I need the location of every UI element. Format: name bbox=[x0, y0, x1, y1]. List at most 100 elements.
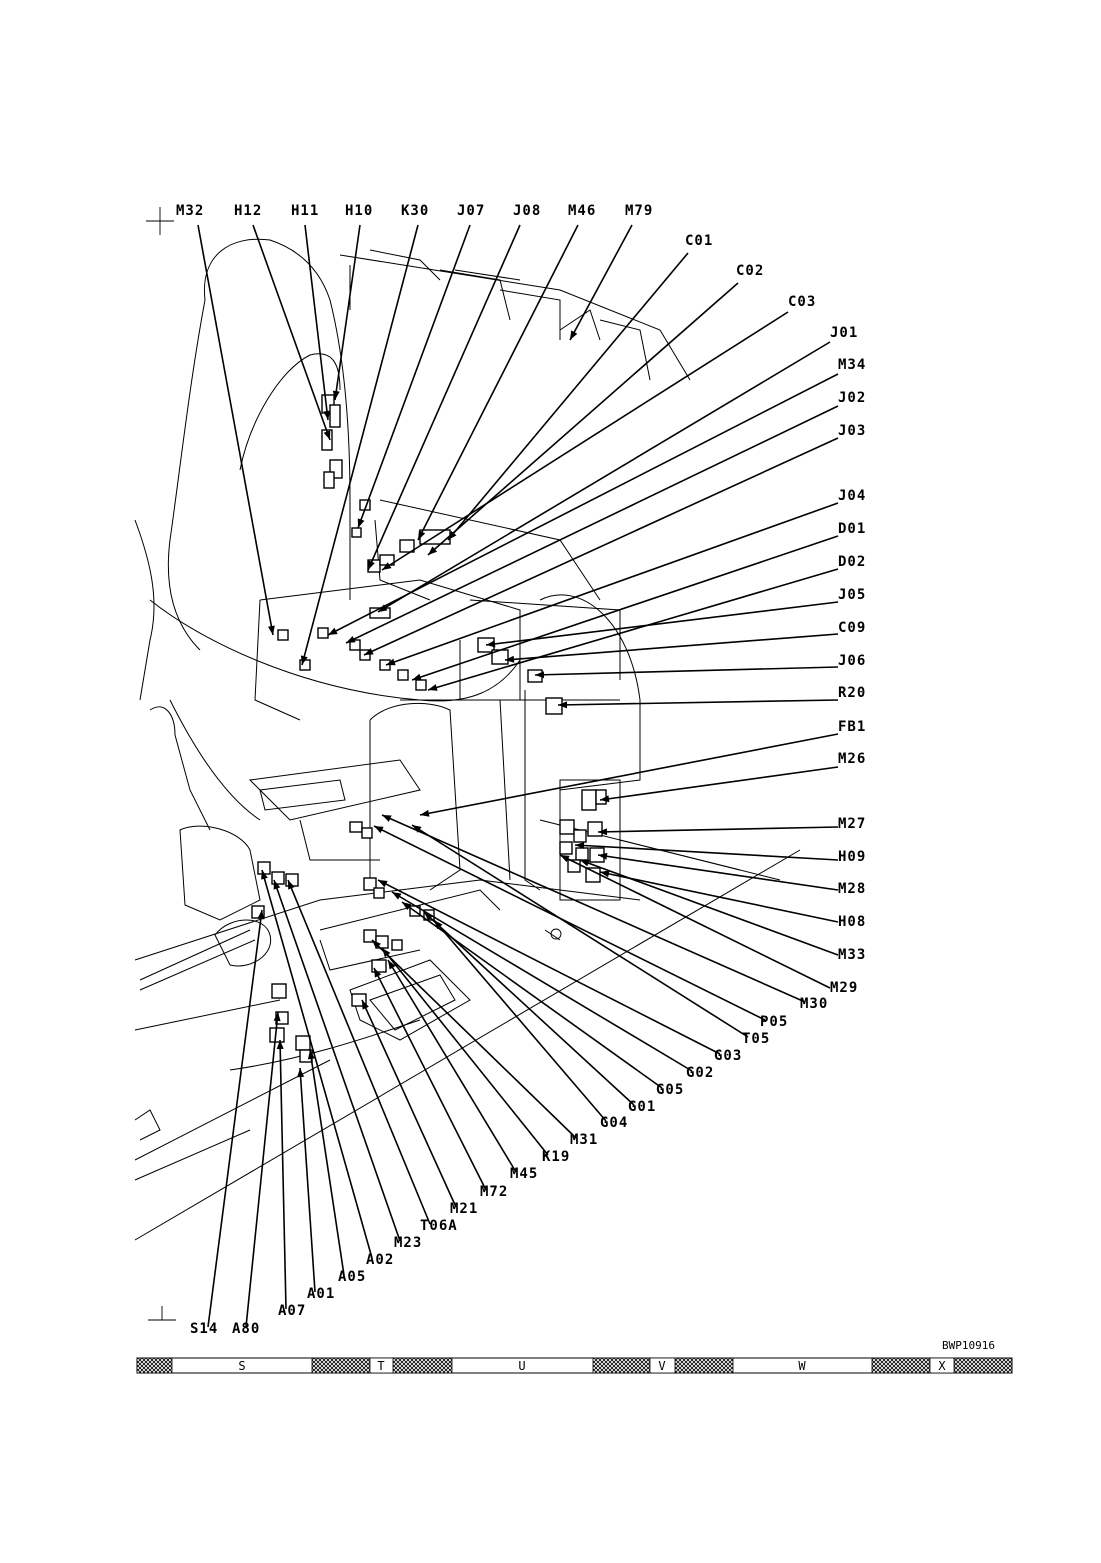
arrowhead-m26 bbox=[600, 795, 610, 803]
zone-w: W bbox=[798, 1359, 806, 1373]
leader-c02 bbox=[427, 282, 739, 556]
label-m21: M21 bbox=[450, 1201, 478, 1217]
zone-x: X bbox=[938, 1359, 946, 1373]
connector-box bbox=[317, 627, 329, 639]
leader-j05 bbox=[485, 601, 839, 646]
label-a07: A07 bbox=[278, 1303, 306, 1319]
label-g01: G01 bbox=[628, 1099, 656, 1115]
arrowhead-h11 bbox=[323, 410, 331, 420]
connector-box bbox=[329, 404, 341, 428]
arrowhead-c02 bbox=[428, 546, 438, 555]
zone-s: S bbox=[238, 1359, 245, 1373]
label-m29: M29 bbox=[830, 980, 858, 996]
arrowhead-g02 bbox=[392, 892, 402, 900]
connector-box bbox=[349, 639, 361, 651]
leader-c01 bbox=[447, 252, 689, 541]
connector-box bbox=[397, 669, 409, 681]
label-h08: H08 bbox=[838, 914, 866, 930]
arrowhead-g03 bbox=[378, 880, 388, 888]
registration-mark-bottom bbox=[148, 1306, 176, 1321]
arrowhead-s14 bbox=[257, 910, 265, 920]
leader-m29 bbox=[559, 854, 831, 989]
leader-lines bbox=[197, 224, 839, 1328]
arrowhead-m21 bbox=[362, 1000, 369, 1010]
label-h12: H12 bbox=[234, 203, 262, 219]
label-g03: G03 bbox=[714, 1048, 742, 1064]
label-k30: K30 bbox=[401, 203, 429, 219]
leader-m21 bbox=[361, 999, 457, 1208]
leader-c03 bbox=[381, 311, 789, 571]
zone-hatch bbox=[953, 1357, 1013, 1374]
figure-id: BWP10916 bbox=[942, 1339, 995, 1352]
leader-j08 bbox=[367, 224, 521, 571]
leader-t06a bbox=[287, 879, 431, 1225]
zone-hatch bbox=[871, 1357, 931, 1374]
label-j06: J06 bbox=[838, 653, 866, 669]
leader-h11 bbox=[304, 224, 329, 421]
connector-box bbox=[559, 819, 575, 835]
label-r20: R20 bbox=[838, 685, 866, 701]
leader-a01 bbox=[299, 1067, 316, 1293]
leader-a02 bbox=[261, 869, 373, 1259]
label-t06a: T06A bbox=[420, 1218, 458, 1234]
connector-box bbox=[271, 983, 287, 999]
arrowhead-a01 bbox=[297, 1068, 305, 1078]
arrowhead-d01 bbox=[412, 673, 422, 681]
leader-h08 bbox=[599, 871, 839, 923]
arrowhead-h09 bbox=[575, 842, 585, 850]
leader-m46 bbox=[417, 224, 579, 541]
leader-m33 bbox=[579, 859, 839, 956]
arrowhead-j04 bbox=[386, 658, 396, 666]
leader-h12 bbox=[252, 224, 331, 441]
connector-box bbox=[575, 847, 589, 861]
arrowhead-j01 bbox=[378, 604, 388, 612]
label-m31: M31 bbox=[570, 1132, 598, 1148]
label-g05: G05 bbox=[656, 1082, 684, 1098]
arrowhead-a05 bbox=[307, 1050, 315, 1060]
arrowhead-m33 bbox=[580, 859, 590, 867]
label-m79: M79 bbox=[625, 203, 653, 219]
label-j01: J01 bbox=[830, 325, 858, 341]
arrowhead-h12 bbox=[323, 430, 331, 440]
zone-box-t bbox=[369, 1357, 394, 1374]
label-fb1: FB1 bbox=[838, 719, 866, 735]
connector-box bbox=[257, 861, 271, 875]
label-h09: H09 bbox=[838, 849, 866, 865]
label-g02: G02 bbox=[686, 1065, 714, 1081]
arrowhead-j02 bbox=[346, 635, 356, 643]
cab-drawing bbox=[134, 238, 801, 1241]
label-m33: M33 bbox=[838, 947, 866, 963]
label-c09: C09 bbox=[838, 620, 866, 636]
label-j08: J08 bbox=[513, 203, 541, 219]
zone-box-x bbox=[929, 1357, 955, 1374]
label-m30: M30 bbox=[800, 996, 828, 1012]
label-m72: M72 bbox=[480, 1184, 508, 1200]
label-j03: J03 bbox=[838, 423, 866, 439]
arrowhead-t06a bbox=[288, 880, 295, 890]
label-m23: M23 bbox=[394, 1235, 422, 1251]
arrowhead-j07 bbox=[357, 518, 365, 528]
label-m28: M28 bbox=[838, 881, 866, 897]
label-c02: C02 bbox=[736, 263, 764, 279]
connector-box bbox=[595, 789, 607, 805]
leader-a07 bbox=[279, 1039, 287, 1310]
arrowhead-c01 bbox=[448, 530, 457, 540]
arrowhead-m31 bbox=[372, 940, 381, 949]
leader-h10 bbox=[334, 224, 361, 401]
leader-j04 bbox=[385, 502, 839, 666]
label-d01: D01 bbox=[838, 521, 866, 537]
leader-c09 bbox=[504, 633, 839, 661]
arrowhead-k30 bbox=[300, 655, 308, 665]
label-t05: T05 bbox=[742, 1031, 770, 1047]
label-d02: D02 bbox=[838, 554, 866, 570]
connector-box bbox=[349, 821, 363, 833]
arrowhead-h10 bbox=[332, 390, 340, 400]
connector-box bbox=[585, 867, 601, 883]
leader-g04 bbox=[433, 919, 607, 1122]
zone-t: T bbox=[377, 1359, 384, 1373]
arrowhead-j08 bbox=[368, 560, 375, 570]
arrowhead-m28 bbox=[598, 852, 608, 860]
label-m26: M26 bbox=[838, 751, 866, 767]
